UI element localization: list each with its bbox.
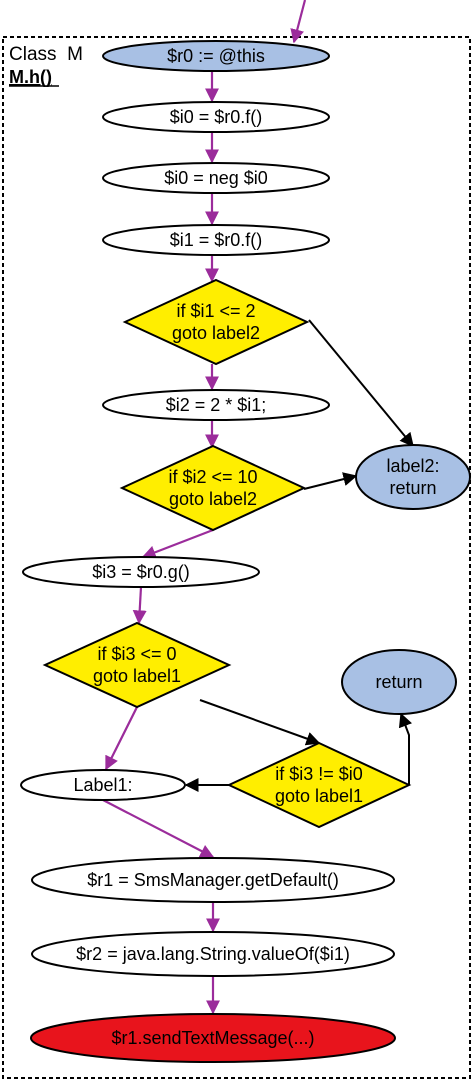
node-n14-ellipse: $r2 = java.lang.String.valueOf($i1) bbox=[31, 931, 395, 977]
edge-n6-n8 bbox=[141, 528, 214, 559]
method-label: M.h() bbox=[9, 67, 52, 87]
node-n11-label-0: Label1: bbox=[73, 775, 132, 795]
node-n4-label-0: if $i1 <= 2 bbox=[176, 301, 255, 321]
edge-n6-n7 bbox=[303, 472, 358, 490]
edge-n12-n10 bbox=[398, 712, 413, 785]
node-n7-shape bbox=[355, 444, 471, 510]
node-n1-label-0: $i0 = $r0.f() bbox=[170, 107, 263, 127]
node-n0-shape bbox=[102, 40, 330, 72]
node-n6-label-0: if $i2 <= 10 bbox=[168, 467, 257, 487]
node-n3-label-0: $i1 = $r0.f() bbox=[170, 230, 263, 250]
node-n13-ellipse: $r1 = SmsManager.getDefault() bbox=[31, 857, 395, 903]
node-n15-ellipse: $r1.sendTextMessage(...) bbox=[30, 1013, 396, 1063]
edges bbox=[102, 0, 414, 1015]
node-n7-label-0: label2: bbox=[386, 456, 439, 476]
node-n0-ellipse: $r0 := @this bbox=[102, 40, 330, 72]
node-n7-ellipse: label2:return bbox=[355, 444, 471, 510]
node-n15-shape bbox=[30, 1013, 396, 1063]
node-n15-label-0: $r1.sendTextMessage(...) bbox=[111, 1028, 314, 1048]
edge-n4-n7 bbox=[308, 319, 414, 448]
node-n1-ellipse: $i0 = $r0.f() bbox=[102, 101, 330, 133]
node-n9-shape bbox=[42, 621, 232, 709]
node-n9-label-1: goto label1 bbox=[93, 666, 181, 686]
node-n5-shape bbox=[102, 389, 330, 421]
edge-entry-n0 bbox=[290, 0, 307, 44]
node-n2-shape bbox=[102, 162, 330, 194]
edge-n11-n13 bbox=[102, 799, 215, 858]
node-n13-label-0: $r1 = SmsManager.getDefault() bbox=[87, 870, 339, 890]
node-n10-label-0: return bbox=[375, 672, 422, 692]
node-n13-shape bbox=[31, 857, 395, 903]
node-n11-shape bbox=[20, 769, 186, 801]
node-n3-shape bbox=[102, 224, 330, 256]
class-label: Class M bbox=[9, 44, 83, 65]
node-n7-label-1: return bbox=[389, 478, 436, 498]
edge-n9-n11 bbox=[105, 706, 138, 771]
node-n3-ellipse: $i1 = $r0.f() bbox=[102, 224, 330, 256]
node-n2-ellipse: $i0 = neg $i0 bbox=[102, 162, 330, 194]
node-n10-ellipse: return bbox=[341, 649, 457, 715]
node-n10-shape bbox=[341, 649, 457, 715]
node-n12-label-0: if $i3 != $i0 bbox=[275, 764, 363, 784]
node-n5-ellipse: $i2 = 2 * $i1; bbox=[102, 389, 330, 421]
node-n14-shape bbox=[31, 931, 395, 977]
node-n2-label-0: $i0 = neg $i0 bbox=[164, 168, 268, 188]
node-n0-label-0: $r0 := @this bbox=[167, 46, 265, 66]
node-n1-shape bbox=[102, 101, 330, 133]
node-n8-ellipse: $i3 = $r0.g() bbox=[22, 556, 260, 588]
node-n4-label-1: goto label2 bbox=[172, 323, 260, 343]
node-n12-label-1: goto label1 bbox=[275, 786, 363, 806]
node-n12-shape bbox=[226, 741, 412, 829]
edge-n8-n9 bbox=[132, 586, 147, 625]
node-n6-label-1: goto label2 bbox=[169, 489, 257, 509]
node-n5-label-0: $i2 = 2 * $i1; bbox=[166, 395, 267, 415]
node-n8-label-0: $i3 = $r0.g() bbox=[92, 562, 190, 582]
class-boundary bbox=[2, 36, 471, 1079]
node-n4-shape bbox=[122, 278, 310, 366]
node-n6-shape bbox=[119, 444, 307, 532]
nodes: $r0 := @this $i0 = $r0.f() $i0 = neg $i0 $i… bbox=[20, 40, 471, 1063]
node-n14-label-0: $r2 = java.lang.String.valueOf($i1) bbox=[76, 944, 350, 964]
node-n11-ellipse: Label1: bbox=[20, 769, 186, 801]
node-n9-label-0: if $i3 <= 0 bbox=[97, 644, 176, 664]
node-n8-shape bbox=[22, 556, 260, 588]
edge-n9-n12 bbox=[199, 699, 321, 746]
